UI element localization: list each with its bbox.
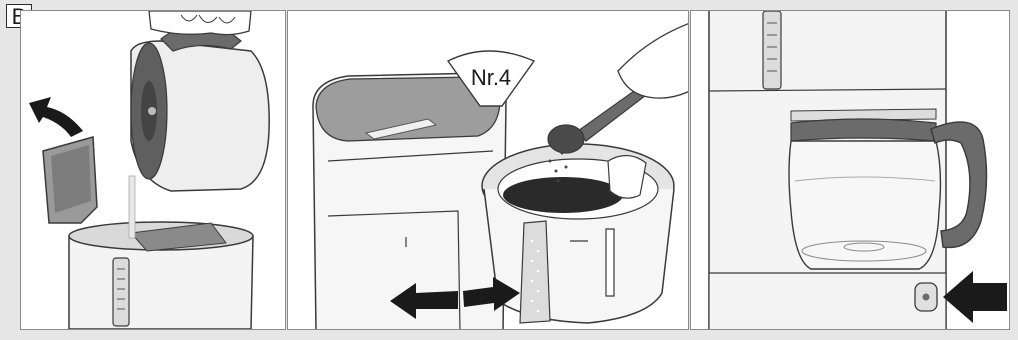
fill-water-illustration (21, 11, 286, 330)
panel-add-coffee: Nr.4 (287, 10, 689, 330)
press-button-arrow-icon (943, 271, 1007, 323)
lift-lid-arrow-icon (29, 97, 83, 137)
filter-size-label: Nr.4 (471, 65, 511, 90)
add-coffee-illustration: Nr.4 (288, 11, 689, 330)
panel-fill-water (20, 10, 286, 330)
panel-place-carafe-start (690, 10, 1010, 330)
carafe-start-illustration (691, 11, 1010, 330)
